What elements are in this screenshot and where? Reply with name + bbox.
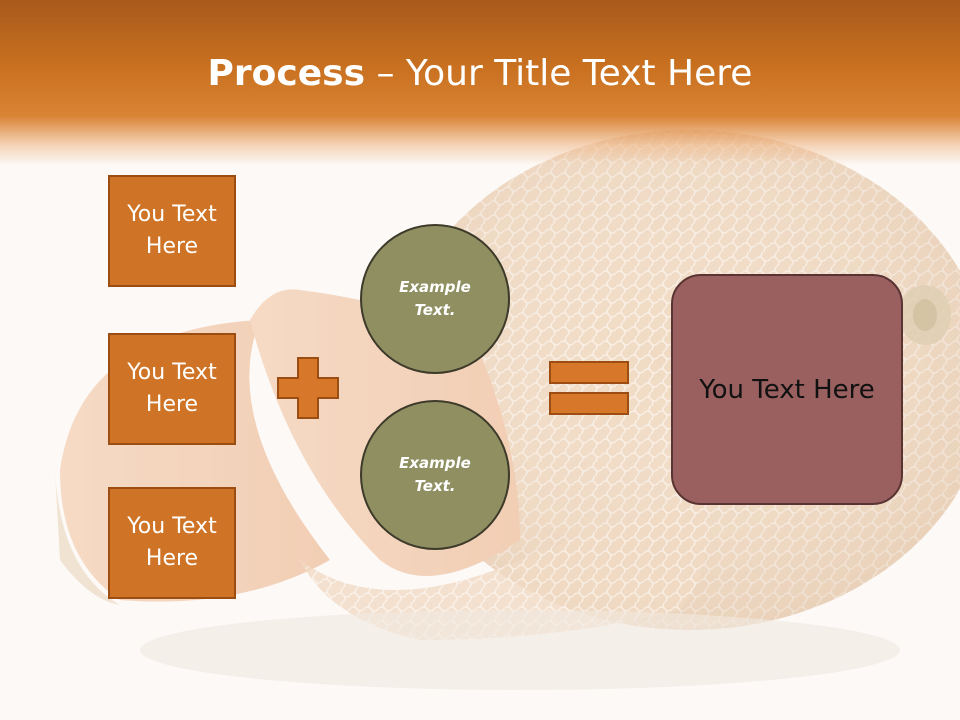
equals-icon	[549, 361, 629, 415]
example-circle-2[interactable]: Example Text.	[360, 400, 510, 550]
text-box-3[interactable]: You Text Here	[108, 487, 236, 599]
text-box-2[interactable]: You Text Here	[108, 333, 236, 445]
title-rest: – Your Title Text Here	[365, 53, 753, 94]
result-box[interactable]: You Text Here	[671, 274, 903, 505]
circle-label: Example Text.	[399, 278, 471, 319]
text-box-label: You Text Here	[127, 514, 217, 571]
plus-icon	[277, 357, 339, 419]
title-bold: Process	[207, 53, 366, 94]
circle-label: Example Text.	[399, 454, 471, 495]
text-box-1[interactable]: You Text Here	[108, 175, 236, 287]
title-band	[0, 0, 960, 165]
text-box-label: You Text Here	[127, 202, 217, 259]
text-box-label: You Text Here	[127, 360, 217, 417]
slide-title: Process – Your Title Text Here	[0, 52, 960, 96]
result-label: You Text Here	[699, 374, 875, 405]
example-circle-1[interactable]: Example Text.	[360, 224, 510, 374]
